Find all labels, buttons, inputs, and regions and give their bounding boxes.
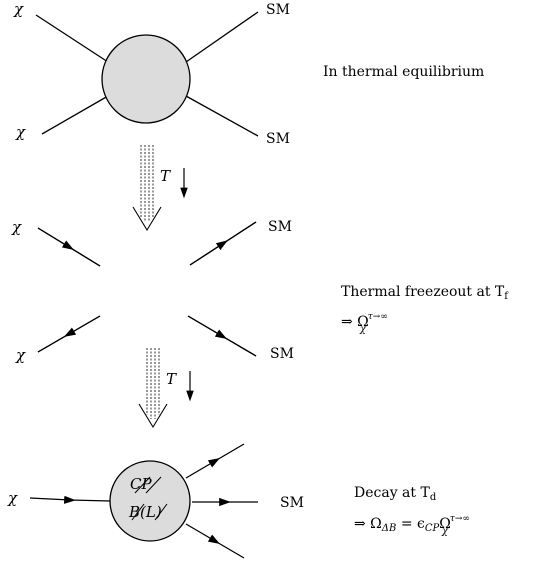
sm-label-top: SM [266,2,290,18]
chi-leg-bottom [41,95,109,135]
b-l-violation-label: B(L) [128,503,168,521]
hollow-arrow-head-2 [138,403,168,429]
chi-label-decay: χ [7,489,18,507]
sm-leg-out-top-decay [185,443,245,479]
cp-violation-label: CP [130,475,162,494]
caption-freezeout-line1: Thermal freezeout at Tf [341,284,509,302]
chi-leg-top [35,14,109,63]
cooling-arrow-2: T [138,348,194,429]
stage-equilibrium: χ χ SM SM In thermal equilibrium [13,0,484,147]
sm-leg-top [185,11,259,63]
stage-freezeout: χ χ SM SM Thermal freezeout at Tf ⇒ Ωτ→∞… [11,218,509,364]
chi-label-bottom: χ [15,123,26,141]
caption-decay-line1: Decay at Td [354,485,437,503]
sm-leg-bottom [185,95,259,137]
sm-label-decay: SM [280,495,304,511]
caption-decay-line2: ⇒ ΩΔB = ϵCPΩτ→∞χ [354,514,470,537]
chi-label-freezeout-top: χ [11,218,22,236]
sm-label-freezeout-top: SM [268,219,292,235]
sm-label-bottom: SM [266,131,290,147]
chi-label-freezeout-bottom: χ [15,346,26,364]
svg-text:B(L): B(L) [128,503,162,521]
b-strike [131,503,145,521]
stage-decay: CP B(L) χ SM Decay at Td ⇒ ΩΔB = ϵCPΩτ→∞… [7,443,470,559]
sm-label-freezeout-bottom: SM [270,346,294,362]
temperature-label-2: T [166,370,177,388]
cp-strike [134,476,151,494]
caption-equilibrium: In thermal equilibrium [323,64,484,80]
temperature-label-1: T [160,167,171,185]
l-strike [154,503,168,521]
chi-label-top: χ [13,0,24,18]
caption-freezeout-line2: ⇒ Ωτ→∞χ [341,312,388,335]
hollow-arrow-head [132,206,162,232]
sm-leg-out-bottom-decay [185,523,245,559]
decay-blob [109,460,191,542]
chi-leg-in-decay [29,495,111,504]
cooling-arrow-1: T [132,145,188,232]
svg-text:CP: CP [130,475,152,493]
interaction-blob [101,34,191,124]
